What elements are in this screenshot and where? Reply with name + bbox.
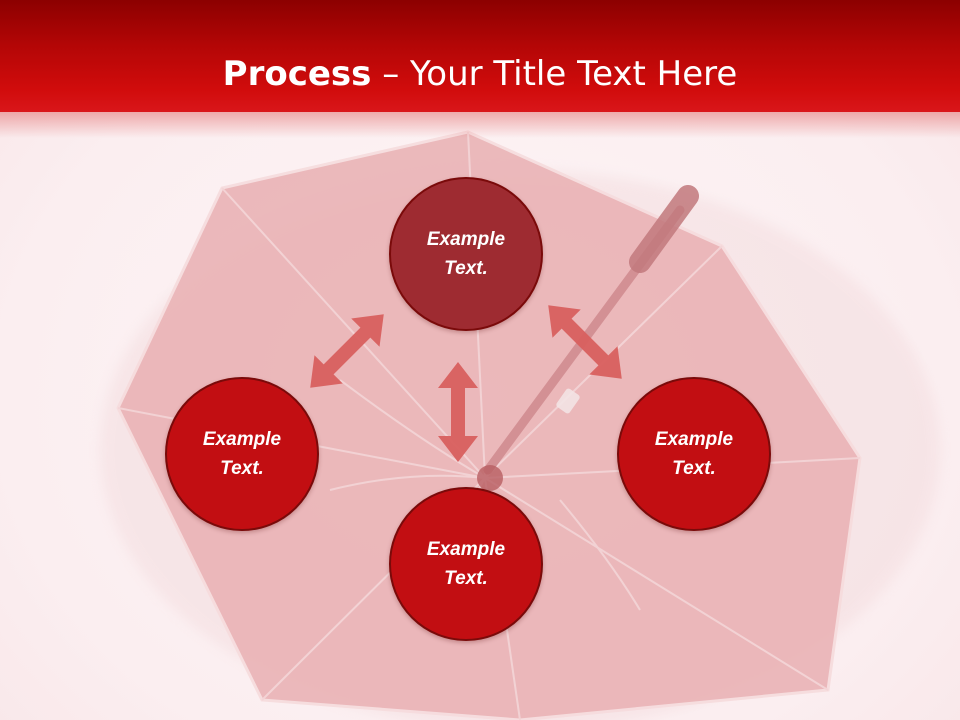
process-node-bottom-label: Example Text.	[426, 539, 506, 589]
process-node-top[interactable]: Example Text.	[389, 177, 543, 331]
title-dash: –	[371, 54, 411, 94]
process-node-bottom[interactable]: Example Text.	[389, 487, 543, 641]
arrow-vertical	[438, 362, 478, 462]
title-bar-shadow	[0, 112, 960, 138]
process-node-left[interactable]: Example Text.	[165, 377, 319, 531]
process-node-top-label: Example Text.	[426, 229, 506, 279]
process-node-right-label: Example Text.	[654, 429, 734, 479]
title-bold: Process	[222, 54, 372, 94]
process-node-left-label: Example Text.	[202, 429, 282, 479]
title-bar	[0, 0, 960, 112]
process-node-right[interactable]: Example Text.	[617, 377, 771, 531]
title-rest: Your Title Text Here	[410, 54, 738, 94]
arrow-diagonal-left	[310, 314, 384, 388]
arrow-diagonal-right	[548, 305, 622, 379]
slide-title: Process – Your Title Text Here	[0, 52, 960, 96]
